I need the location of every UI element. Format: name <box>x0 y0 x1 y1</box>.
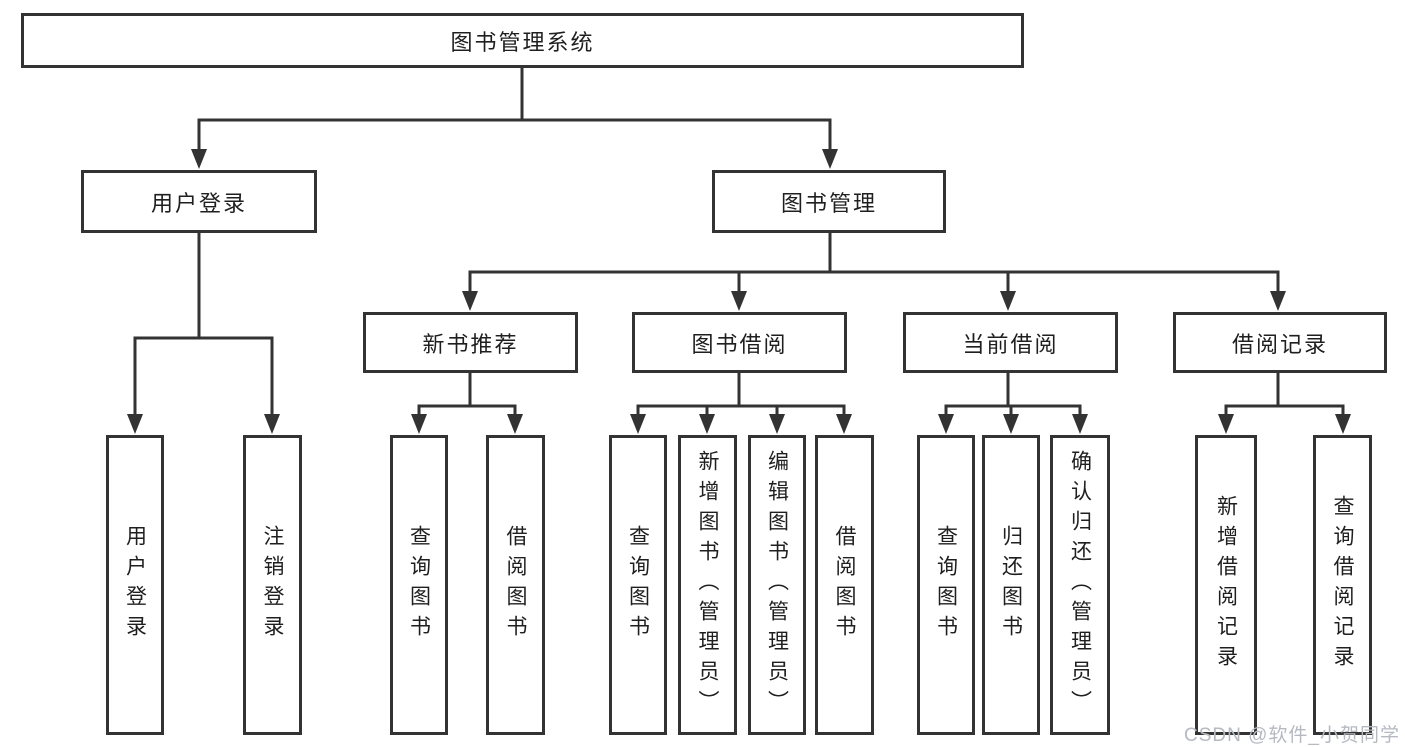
connector-new-book-split <box>417 373 517 416</box>
node-label: 借阅图书 <box>833 525 857 645</box>
node-label: 查询借阅记录 <box>1331 495 1355 675</box>
node-leaf-logout: 注销登录 <box>243 435 302 735</box>
node-label: 编辑图书（管理员） <box>765 450 789 720</box>
node-leaf-borrow-books-recommend: 借阅图书 <box>486 435 545 735</box>
node-leaf-return-books: 归还图书 <box>982 435 1040 735</box>
node-label: 查询图书 <box>934 525 958 645</box>
node-leaf-query-books-current: 查询图书 <box>917 435 975 735</box>
connector-book-management-split <box>468 233 1280 293</box>
node-leaf-edit-books-admin: 编辑图书（管理员） <box>748 435 806 735</box>
node-label: 查询图书 <box>407 525 431 645</box>
node-borrow-records: 借阅记录 <box>1173 312 1387 373</box>
node-book-borrow: 图书借阅 <box>632 312 847 373</box>
node-current-borrow: 当前借阅 <box>903 312 1118 373</box>
node-leaf-query-books-borrow: 查询图书 <box>609 435 667 735</box>
node-book-management: 图书管理 <box>712 170 946 233</box>
node-label: 查询图书 <box>626 525 650 645</box>
node-user-login: 用户登录 <box>81 170 317 233</box>
node-label: 用户登录 <box>123 525 147 645</box>
node-label: 确认归还（管理员） <box>1068 450 1092 720</box>
csdn-watermark: CSDN @软件_小贺同学 <box>1184 725 1400 746</box>
node-label: 归还图书 <box>999 525 1023 645</box>
node-leaf-user-login: 用户登录 <box>106 435 164 735</box>
node-leaf-query-borrow-record: 查询借阅记录 <box>1313 435 1372 735</box>
node-label: 注销登录 <box>261 525 285 645</box>
connector-user-login-split <box>133 233 274 416</box>
node-leaf-add-books-admin: 新增图书（管理员） <box>678 435 737 735</box>
connector-current-borrow-split <box>944 373 1082 416</box>
node-label: 新增借阅记录 <box>1214 495 1238 675</box>
node-leaf-confirm-return-admin: 确认归还（管理员） <box>1050 435 1110 735</box>
node-label: 借阅图书 <box>504 525 528 645</box>
node-label: 新增图书（管理员） <box>696 450 720 720</box>
arrowheads <box>127 149 1351 434</box>
connector-borrow-records-split <box>1224 373 1345 416</box>
node-leaf-borrow-books: 借阅图书 <box>815 435 874 735</box>
node-new-book-recommend: 新书推荐 <box>363 312 578 373</box>
node-leaf-query-books-recommend: 查询图书 <box>390 435 448 735</box>
connector-root-split <box>197 68 832 151</box>
node-root: 图书管理系统 <box>21 13 1024 68</box>
connector-book-borrow-split <box>636 373 846 416</box>
node-leaf-add-borrow-record: 新增借阅记录 <box>1195 435 1257 735</box>
